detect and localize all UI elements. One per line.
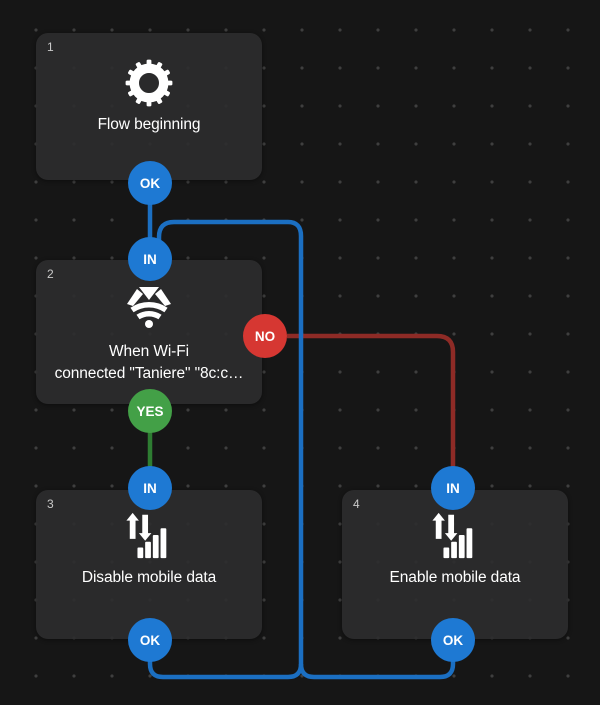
port-circle[interactable] bbox=[431, 618, 475, 662]
port-circle[interactable] bbox=[431, 466, 475, 510]
port-circle[interactable] bbox=[128, 618, 172, 662]
edge-ok3-to-in2[interactable] bbox=[147, 219, 304, 680]
block-when-wifi-connected[interactable]: 2 When Wi-Fi connected "Taniere" "8c:c… bbox=[36, 260, 262, 404]
wifi-icon bbox=[125, 285, 173, 329]
block-flow-beginning[interactable]: 1 Flow beginn bbox=[36, 33, 262, 180]
block-disable-mobile-data[interactable]: 3 Disable mobile data bbox=[36, 490, 262, 639]
block-number: 3 bbox=[47, 497, 54, 511]
port-yes-block2[interactable]: YES bbox=[128, 389, 172, 433]
port-no-block2[interactable]: NO bbox=[243, 314, 287, 358]
port-ok-block4[interactable]: OK bbox=[431, 618, 475, 662]
port-in-block3[interactable]: IN bbox=[128, 466, 172, 510]
block-title: Enable mobile data bbox=[389, 569, 521, 586]
port-in-block2[interactable]: IN bbox=[128, 237, 172, 281]
block-title: Flow beginning bbox=[97, 116, 201, 133]
edge-no2-to-in4[interactable] bbox=[287, 333, 456, 470]
port-label: OK bbox=[443, 633, 464, 648]
mobile-data-icon bbox=[124, 510, 174, 560]
block-number: 4 bbox=[353, 497, 360, 511]
port-circle[interactable] bbox=[128, 389, 172, 433]
port-circle[interactable] bbox=[128, 466, 172, 510]
port-in-block4[interactable]: IN bbox=[431, 466, 475, 510]
block-enable-mobile-data[interactable]: 4 Enable mobile data bbox=[342, 490, 568, 639]
port-label: NO bbox=[255, 329, 275, 344]
port-label: IN bbox=[446, 481, 460, 496]
port-label: IN bbox=[143, 481, 157, 496]
port-label: OK bbox=[140, 176, 161, 191]
port-label: IN bbox=[143, 252, 157, 267]
block-number: 1 bbox=[47, 40, 54, 54]
gear-icon bbox=[125, 59, 173, 107]
edge-ok4-to-in2[interactable] bbox=[298, 660, 456, 680]
port-label: YES bbox=[136, 404, 163, 419]
block-title: Disable mobile data bbox=[81, 569, 217, 586]
block-subtitle: connected "Taniere" "8c:c… bbox=[54, 364, 244, 382]
port-ok-block1[interactable]: OK bbox=[128, 161, 172, 205]
block-title: When Wi-Fi bbox=[109, 343, 189, 360]
port-circle[interactable] bbox=[243, 314, 287, 358]
port-circle[interactable] bbox=[128, 161, 172, 205]
mobile-data-icon bbox=[430, 510, 480, 560]
port-circle[interactable] bbox=[128, 237, 172, 281]
port-label: OK bbox=[140, 633, 161, 648]
port-ok-block3[interactable]: OK bbox=[128, 618, 172, 662]
block-number: 2 bbox=[47, 267, 54, 281]
